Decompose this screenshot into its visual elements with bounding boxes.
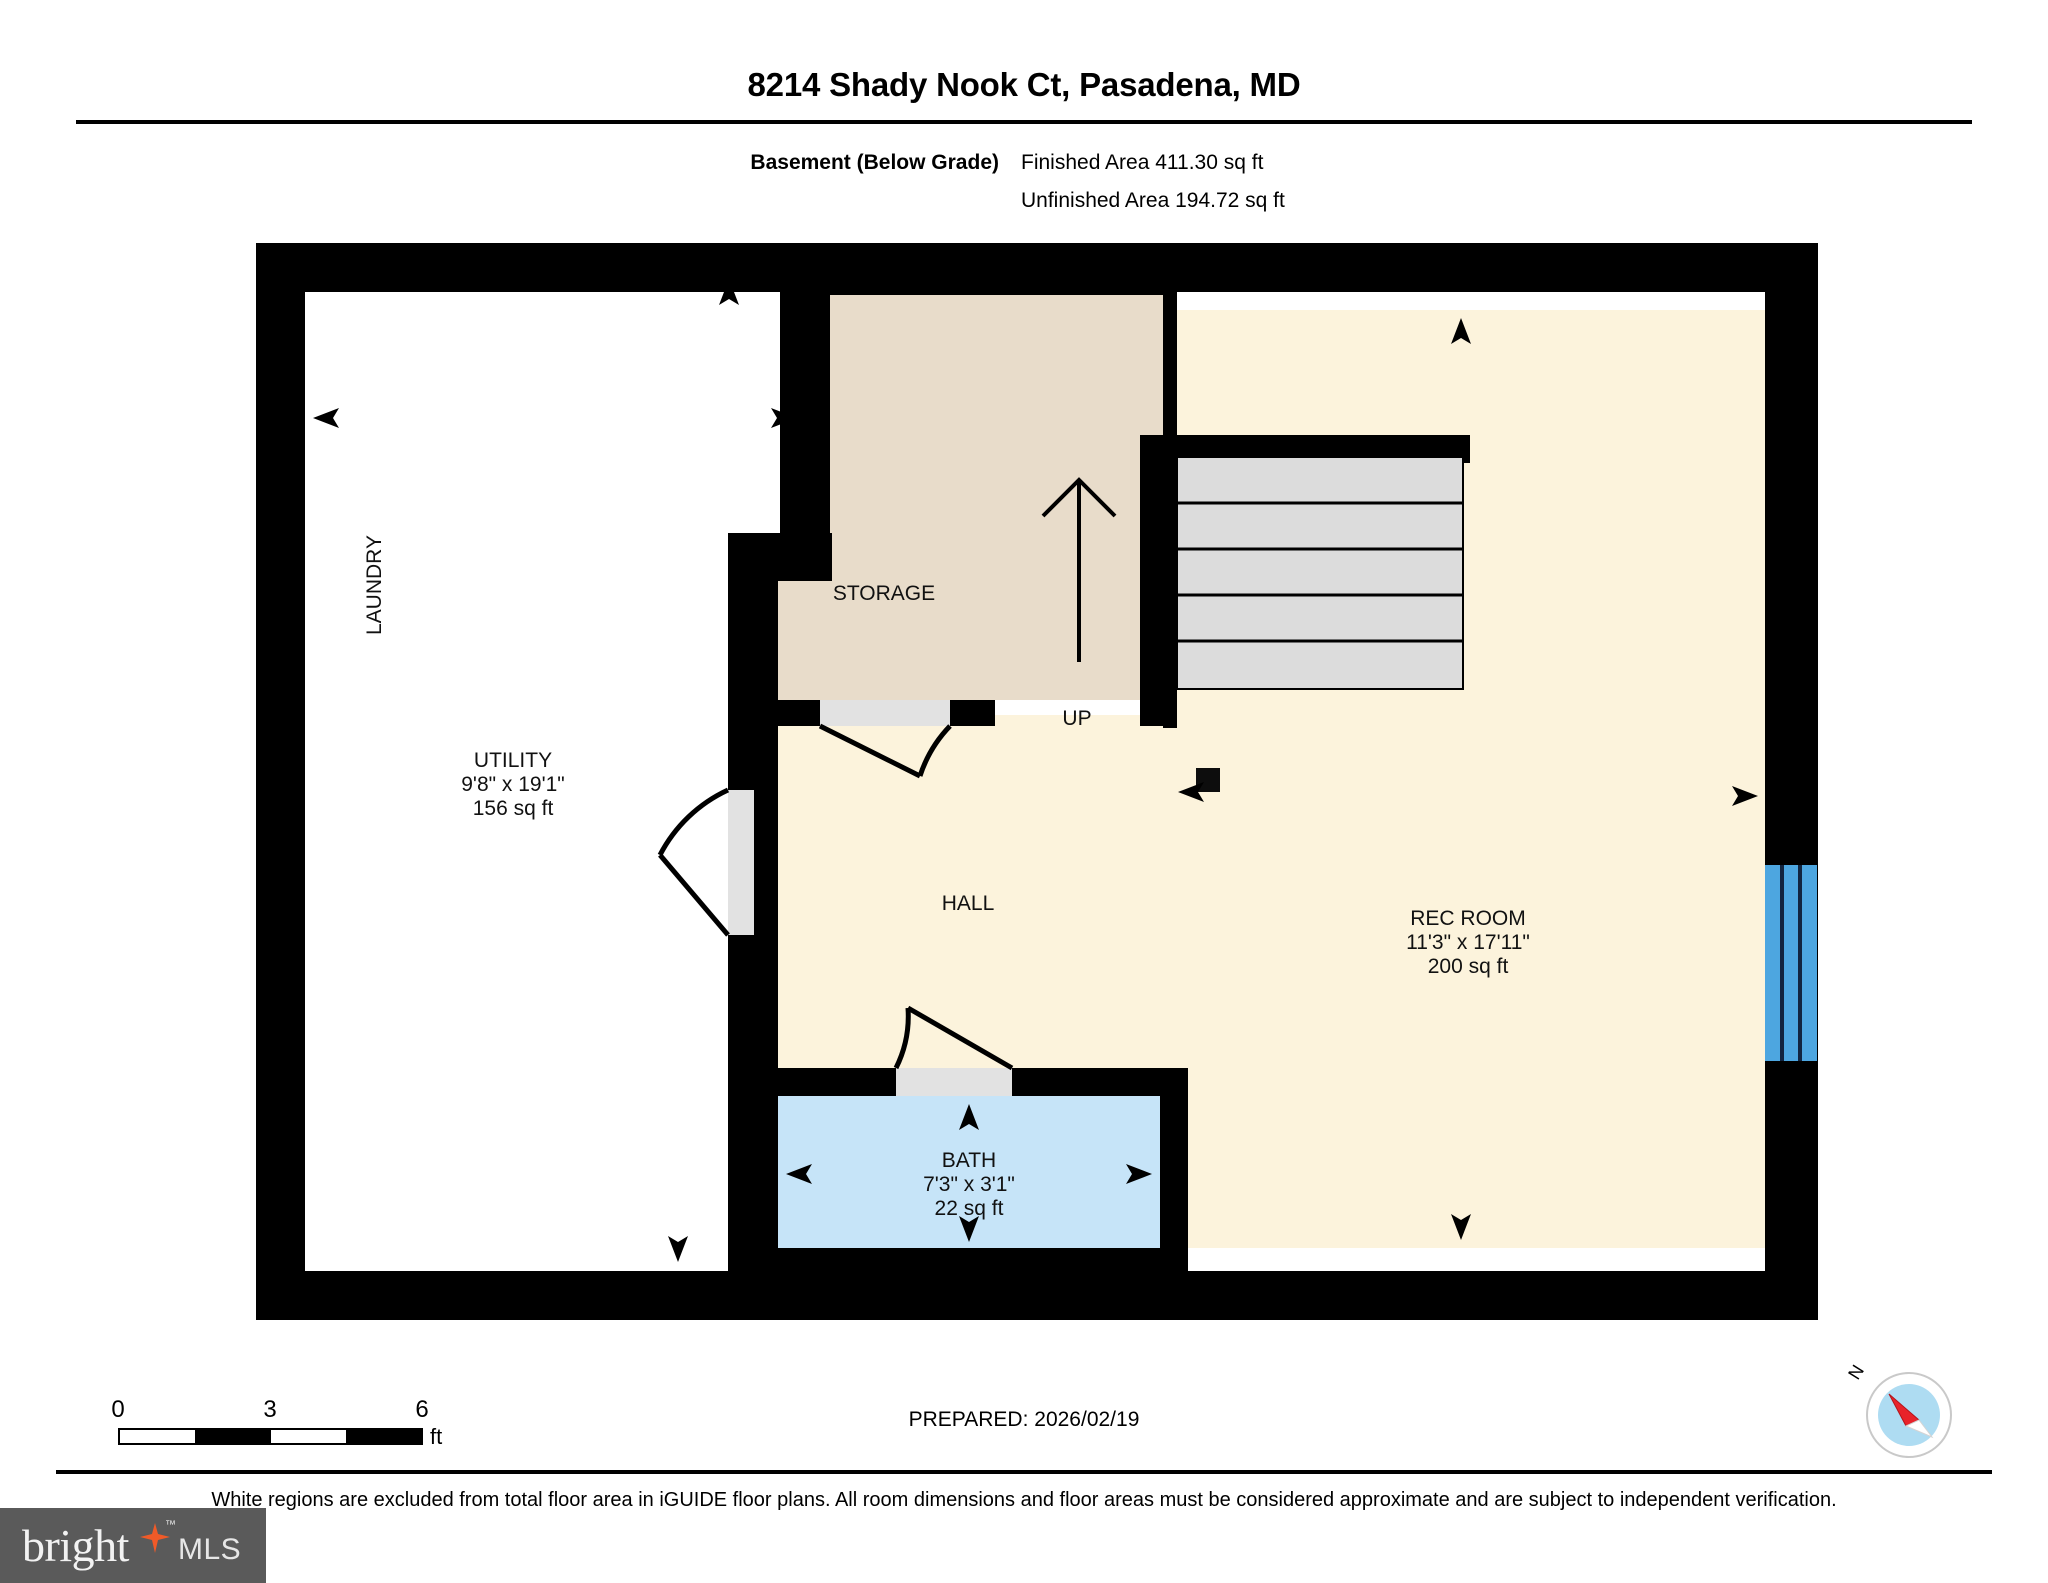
room-label-recroom: REC ROOM 11'3" x 17'11" 200 sq ft — [1406, 907, 1530, 978]
svg-text:BATH: BATH — [942, 1149, 996, 1172]
dim-arrow-left — [786, 1164, 812, 1184]
stairs — [1176, 456, 1464, 690]
door-gap-bath — [896, 1068, 1012, 1096]
dim-arrow-left — [1178, 782, 1204, 802]
level-label: Basement (Below Grade) — [750, 151, 999, 174]
scale-bar-ticks: 0 3 6 — [108, 1396, 438, 1426]
dim-arrow-right — [1126, 1164, 1152, 1184]
scale-unit-label: ft — [430, 1424, 443, 1449]
room-label-storage: STORAGE — [833, 582, 935, 605]
disclaimer-text: White regions are excluded from total fl… — [211, 1489, 1837, 1511]
scale-seg-1 — [120, 1430, 196, 1443]
area-summary: Basement (Below Grade) Finished Area 411… — [0, 144, 2048, 220]
wall-bath-right — [1160, 1068, 1188, 1276]
svg-text:200 sq ft: 200 sq ft — [1428, 955, 1509, 978]
svg-text:22 sq ft: 22 sq ft — [935, 1197, 1004, 1220]
logo-star-icon — [140, 1523, 170, 1553]
scale-bar: 0 3 6 ft — [108, 1396, 442, 1456]
compass-needle-south — [1904, 1419, 1934, 1439]
dim-arrow-up — [719, 279, 739, 305]
scale-seg-2 — [195, 1430, 271, 1443]
dim-arrow-left — [313, 408, 339, 428]
wall-bath-bottom — [750, 1248, 1188, 1276]
unfinished-area-text: Unfinished Area 194.72 sq ft — [1021, 189, 1285, 212]
svg-text:156 sq ft: 156 sq ft — [473, 797, 554, 820]
scale-tick-6: 6 — [415, 1396, 429, 1423]
scale-seg-4 — [345, 1430, 421, 1443]
dim-arrow-down — [668, 1236, 688, 1262]
door-swing-utility — [657, 787, 730, 937]
scale-bar-graphic — [118, 1428, 423, 1445]
wall-laundry-right — [780, 243, 830, 538]
door-swing-storage — [818, 723, 952, 779]
svg-text:9'8" x 19'1": 9'8" x 19'1" — [461, 773, 565, 796]
svg-text:7'3" x 3'1": 7'3" x 3'1" — [923, 1173, 1015, 1196]
room-fill-utility — [305, 262, 732, 1277]
footer-divider — [56, 1470, 1992, 1474]
wall-bath-left — [750, 1068, 778, 1276]
bright-mls-logo: bright ™ MLS — [0, 1508, 266, 1583]
dim-arrow-right — [771, 408, 797, 428]
wall-bath-top-right — [1012, 1068, 1160, 1096]
stairs-up-label: UP — [1062, 707, 1091, 730]
wall-top-notch — [828, 243, 1164, 295]
logo-mls-text: MLS — [178, 1533, 242, 1566]
room-label-utility: UTILITY 9'8" x 19'1" 156 sq ft — [461, 749, 565, 820]
svg-text:REC ROOM: REC ROOM — [1410, 907, 1526, 930]
svg-text:11'3" x 17'11": 11'3" x 17'11" — [1406, 931, 1530, 954]
dim-arrow-down — [1451, 1214, 1471, 1240]
window-rec-room — [1765, 865, 1817, 1061]
scale-tick-3: 3 — [263, 1396, 277, 1423]
prepared-date: PREPARED: 2026/02/19 — [908, 1408, 1140, 1431]
dim-arrow-right — [1732, 786, 1758, 806]
room-fill-finished — [745, 310, 1765, 1248]
compass-rose: N — [1844, 1361, 1956, 1462]
dim-arrow-up — [959, 1104, 979, 1130]
room-label-laundry: LAUNDRY — [363, 535, 386, 635]
dimension-arrows — [313, 279, 1758, 1262]
room-label-hall: HALL — [942, 892, 995, 915]
scale-tick-0: 0 — [111, 1396, 125, 1423]
room-label-bath: BATH 7'3" x 3'1" 22 sq ft — [923, 1149, 1015, 1220]
scale-seg-3 — [270, 1430, 346, 1443]
svg-text:UTILITY: UTILITY — [474, 749, 552, 772]
wall-bath-top-left — [778, 1068, 896, 1096]
door-swing-bath — [893, 1005, 1014, 1071]
wall-recroom-right-lower — [1765, 1060, 1817, 1272]
title-divider — [76, 120, 1972, 124]
dim-arrow-up — [1451, 318, 1471, 344]
room-fill-storage — [745, 288, 1163, 700]
logo-brand-text: bright — [22, 1520, 129, 1571]
door-gap-storage — [820, 700, 950, 726]
door-gap-utility — [728, 790, 754, 935]
stair-arrow-graphic — [1041, 477, 1117, 662]
dim-arrow-down — [959, 1216, 979, 1242]
logo-trademark: ™ — [165, 1519, 176, 1531]
page-title: 8214 Shady Nook Ct, Pasadena, MD — [747, 66, 1301, 103]
stair-block — [1176, 456, 1464, 690]
wall-storage-right — [1163, 288, 1177, 438]
finished-area-text: Finished Area 411.30 sq ft — [1021, 151, 1264, 174]
